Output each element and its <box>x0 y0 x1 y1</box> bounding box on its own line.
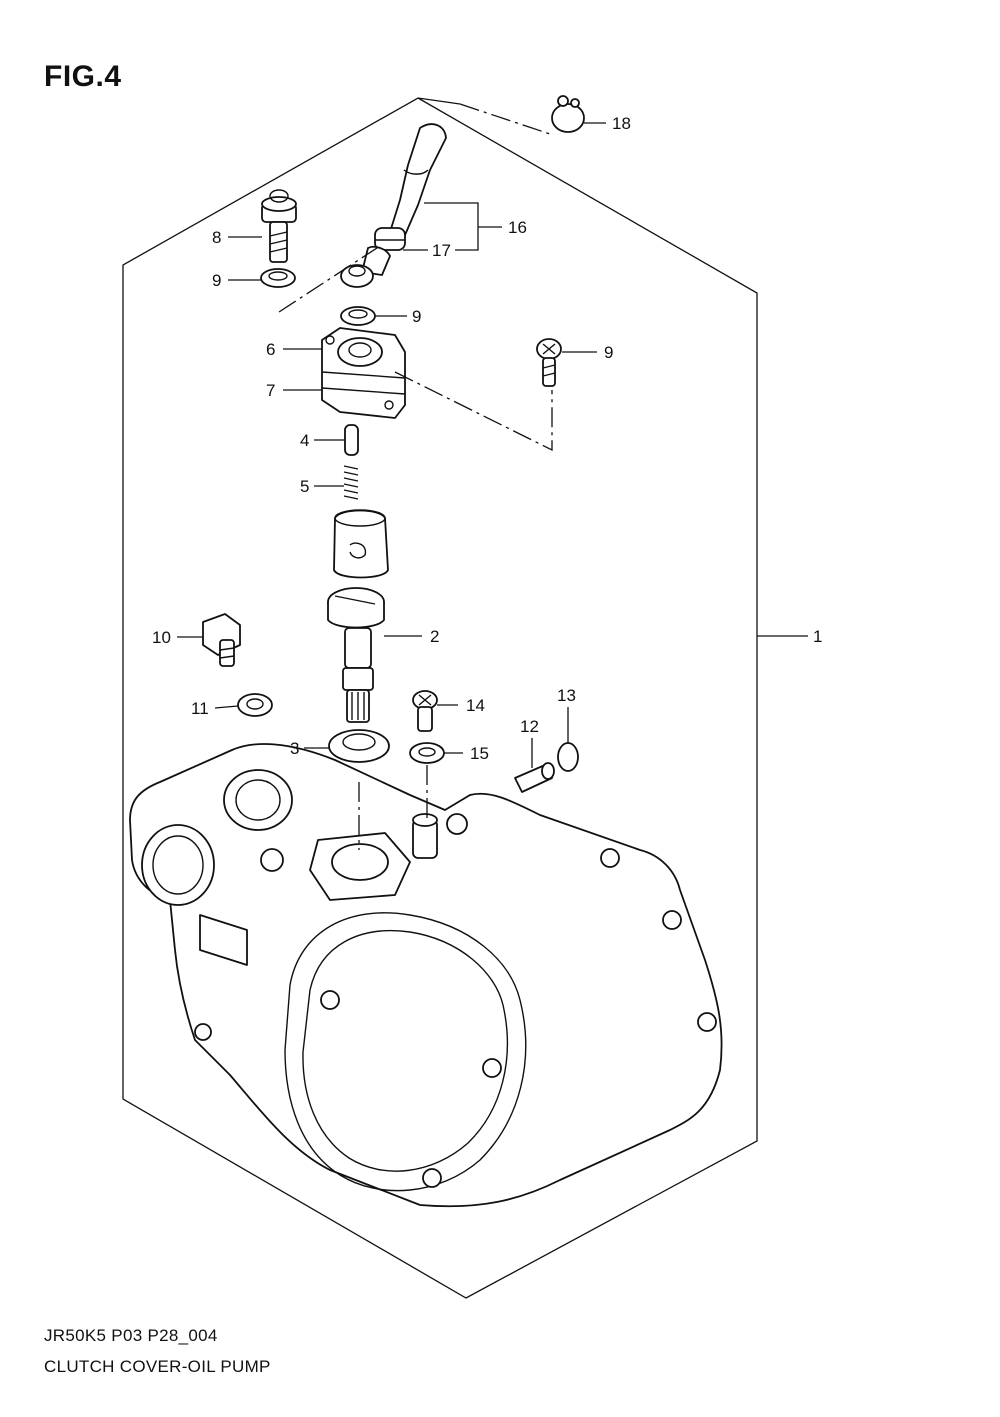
fitting-top <box>340 264 374 288</box>
washer-9-left <box>260 268 296 288</box>
leader-lines <box>177 122 808 768</box>
callout-8: 8 <box>212 228 221 247</box>
figure-name: CLUTCH COVER-OIL PUMP <box>44 1357 271 1376</box>
callout-4: 4 <box>300 431 309 450</box>
callout-5: 5 <box>300 477 309 496</box>
callout-1: 1 <box>813 627 822 646</box>
callout-10: 9 <box>604 343 613 362</box>
callout-16: 15 <box>470 744 489 763</box>
callout-13: 12 <box>520 717 539 736</box>
dowel-13 <box>514 762 555 793</box>
callout-18: 17 <box>432 241 451 260</box>
callout-19: 18 <box>612 114 631 133</box>
callout-17: 16 <box>508 218 527 237</box>
assembly-lines <box>278 103 553 850</box>
pump-body <box>321 327 406 419</box>
callout-15: 14 <box>466 696 485 715</box>
clutch-cover <box>129 743 723 1208</box>
assembly-boundary <box>122 97 758 1299</box>
washer-9-right <box>340 306 376 326</box>
callout-6: 6 <box>266 340 275 359</box>
figure-code: JR50K5 P03 P28_004 <box>44 1326 218 1345</box>
callout-9-right: 9 <box>412 307 421 326</box>
washer-12 <box>237 693 273 717</box>
callout-9-left: 9 <box>212 271 221 290</box>
callout-11: 10 <box>152 628 171 647</box>
callout-3: 3 <box>290 739 299 758</box>
bolt-8 <box>261 189 297 263</box>
o-ring-14 <box>557 742 579 772</box>
callout-14: 13 <box>557 686 576 705</box>
oil-seal-3 <box>328 729 390 763</box>
washer-16 <box>409 742 445 764</box>
clip-19 <box>551 95 585 133</box>
pin-4 <box>344 424 359 456</box>
bolt-11 <box>202 613 241 667</box>
screw-10 <box>536 338 562 387</box>
callout-2: 2 <box>430 627 439 646</box>
figure-title: FIG.4 <box>44 60 122 93</box>
pump-shaft-2 <box>327 587 385 723</box>
screw-15 <box>412 690 438 732</box>
valve-sleeve <box>333 509 389 579</box>
callout-12: 11 <box>191 699 209 718</box>
spring-5 <box>343 465 359 500</box>
callout-7: 7 <box>266 381 275 400</box>
